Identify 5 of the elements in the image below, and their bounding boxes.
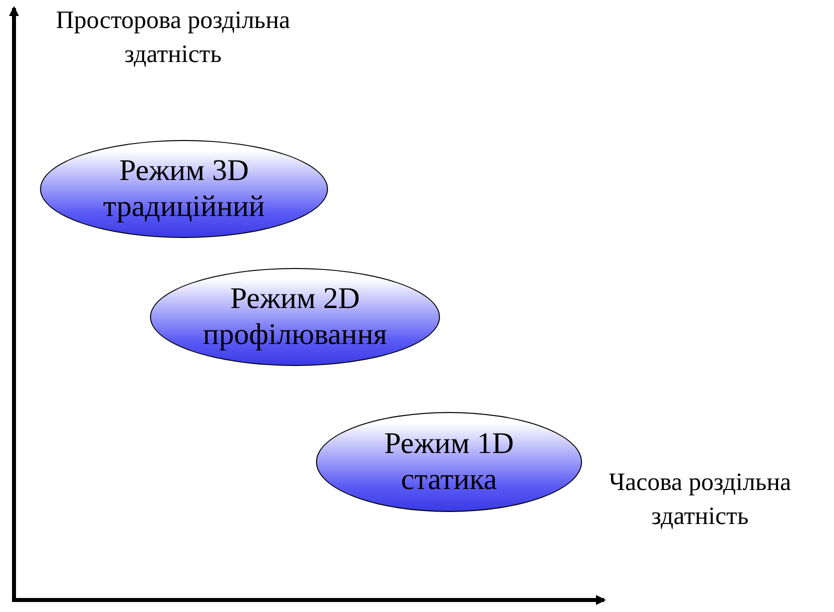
mode-label: Режим 1D статика — [383, 426, 515, 498]
axis-label: Часова роздільна здатність — [608, 468, 792, 532]
mode-label: Режим 3D традиційний — [102, 153, 266, 225]
mode-label: Режим 2D профілювання — [202, 281, 388, 353]
axis-label: Просторова роздільна здатність — [54, 6, 292, 70]
